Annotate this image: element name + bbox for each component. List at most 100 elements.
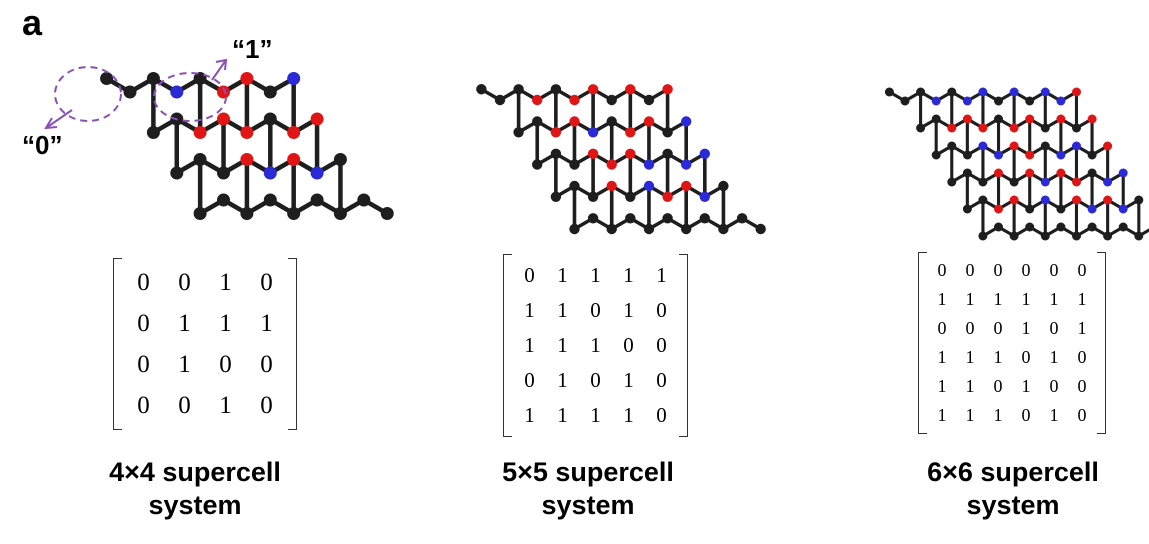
matrix-cell: 0 [937, 260, 947, 280]
atom [550, 148, 562, 159]
label-zero: “0” [22, 130, 63, 160]
atom [217, 193, 230, 207]
matrix-cell: 0 [137, 269, 150, 296]
matrix-cell: 0 [137, 392, 150, 419]
matrix-cell: 1 [557, 333, 568, 357]
atom [994, 150, 1003, 160]
panel-label: a [22, 2, 43, 43]
atom [263, 112, 277, 126]
atom [550, 127, 562, 138]
atom [718, 180, 729, 192]
atom [532, 94, 543, 106]
atom [1009, 141, 1019, 151]
atom [1025, 204, 1035, 214]
atom [1040, 141, 1050, 151]
atom [699, 213, 710, 224]
atom [1072, 123, 1081, 133]
matrix-bracket-right [1097, 252, 1106, 434]
matrix-cell: 0 [1049, 318, 1059, 338]
matrix-cell: 0 [965, 260, 975, 280]
atom [681, 159, 692, 170]
atom [1025, 96, 1035, 106]
atom [357, 193, 371, 207]
atom [947, 87, 957, 97]
atom [643, 180, 655, 192]
atom [606, 180, 617, 192]
atom [1040, 177, 1050, 187]
atom [146, 126, 160, 139]
atom [931, 96, 941, 106]
matrix-cell: 0 [260, 351, 273, 378]
atom [263, 85, 277, 99]
matrix-bracket-right [679, 254, 688, 437]
atom [681, 116, 692, 127]
matrix-cell: 1 [1049, 289, 1059, 309]
matrix-cell: 0 [178, 392, 191, 419]
atom [1009, 195, 1019, 205]
matrix-cell: 0 [656, 333, 667, 357]
atom [240, 153, 254, 166]
atom [625, 84, 636, 95]
atom [643, 159, 655, 170]
atom [978, 231, 988, 241]
atom [587, 213, 599, 224]
atom [962, 96, 972, 106]
atom [263, 193, 277, 207]
atom [287, 72, 301, 85]
atom [662, 213, 673, 224]
atom [333, 153, 347, 166]
matrix-cell: 0 [137, 351, 150, 378]
atom [606, 116, 617, 127]
atom [333, 207, 347, 220]
atom [193, 153, 207, 166]
atom [532, 116, 543, 127]
matrix-cell: 1 [557, 403, 568, 427]
matrix-cell: 1 [524, 333, 535, 357]
site-one-marker [153, 72, 227, 122]
atom [287, 207, 301, 220]
atom [1134, 195, 1144, 205]
atom [1087, 222, 1097, 232]
atoms [123, 72, 371, 220]
caption-4x4-line1: 4×4 supercell [109, 457, 281, 487]
atom [978, 87, 988, 97]
atom [217, 166, 230, 180]
matrix-cell: 1 [524, 298, 535, 322]
matrix-cell: 0 [1021, 347, 1031, 367]
atom [1009, 87, 1019, 97]
atom [532, 159, 543, 170]
matrix-cell: 1 [937, 289, 947, 309]
matrix-cell: 1 [1077, 318, 1087, 338]
atoms [900, 87, 1144, 241]
caption-4x4-line2: system [148, 490, 242, 520]
arrow-one [211, 59, 227, 81]
atom [916, 123, 926, 133]
matrix-cell: 1 [965, 376, 975, 396]
matrix-cell: 1 [219, 392, 232, 419]
atom [123, 85, 137, 99]
matrix-cell: 0 [1077, 347, 1087, 367]
matrix-cell: 1 [623, 298, 634, 322]
atom [643, 116, 655, 127]
matrix-cell: 0 [1077, 376, 1087, 396]
atom [1056, 96, 1066, 106]
atom [170, 85, 184, 99]
atom [310, 193, 324, 207]
atom [1118, 204, 1128, 214]
caption-5x5: 5×5 supercell system [483, 456, 693, 522]
matrix-cell: 1 [260, 310, 273, 337]
atom [569, 223, 580, 235]
atom [736, 213, 748, 224]
lattice-6x6 [884, 87, 1149, 241]
matrix-cell: 1 [557, 263, 568, 287]
atom [569, 159, 580, 170]
atom [1072, 141, 1081, 151]
